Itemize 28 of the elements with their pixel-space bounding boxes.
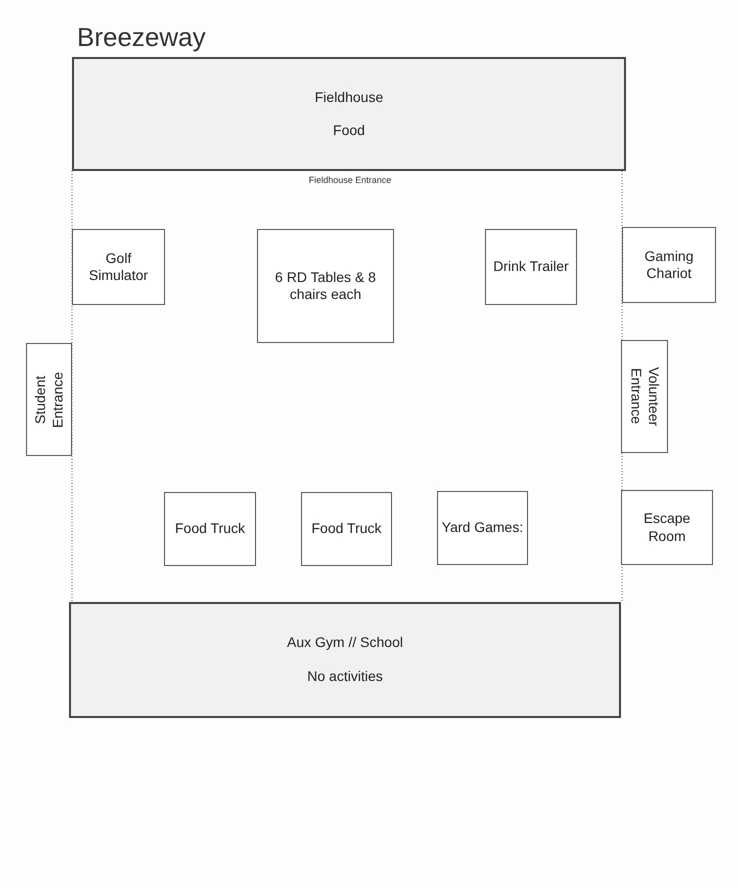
area-label: Aux Gym // School <box>287 634 403 652</box>
area-box <box>622 227 716 303</box>
entrance-box <box>26 343 72 456</box>
area-label: No activities <box>307 668 383 686</box>
entrance-box <box>621 340 668 453</box>
area-box <box>257 229 394 343</box>
area-box <box>164 492 256 566</box>
area-label: Volunteer Entrance <box>628 366 662 428</box>
area-label: Drink Trailer <box>493 258 569 276</box>
area-label: Yard Games: <box>442 519 524 537</box>
area-label: Food Truck <box>311 520 382 538</box>
area-box <box>621 490 713 565</box>
diagram-title: Breezeway <box>77 22 206 53</box>
area-label: Food <box>333 122 365 140</box>
area-label: Student Entrance <box>32 370 66 430</box>
area-box <box>437 491 528 565</box>
building-block <box>69 602 621 718</box>
building-block <box>72 57 626 171</box>
area-label: 6 RD Tables & 8 chairs each <box>274 268 377 304</box>
area-box <box>485 229 577 305</box>
area-label: Escape Room <box>642 510 692 545</box>
entrance-label: Fieldhouse Entrance <box>308 175 392 185</box>
area-label: Gaming Chariot <box>643 248 695 282</box>
area-label: Fieldhouse <box>314 88 384 106</box>
area-box <box>301 492 392 566</box>
area-label: Food Truck <box>174 520 246 538</box>
area-label: Golf Simulator <box>88 250 150 284</box>
area-box <box>72 229 165 305</box>
